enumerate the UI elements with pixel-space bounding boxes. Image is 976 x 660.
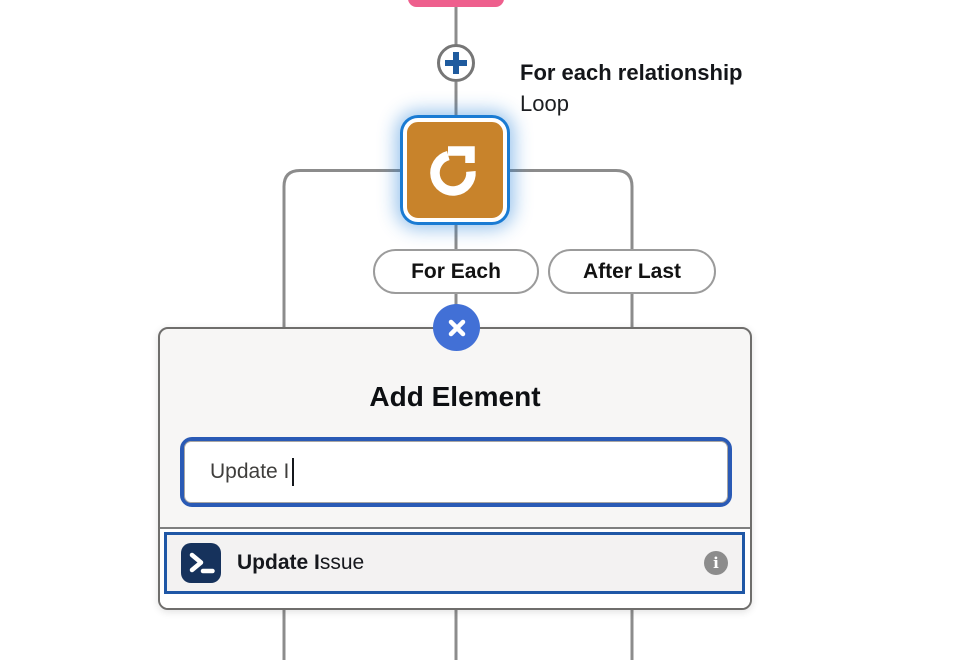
element-search-box: Update I: [180, 437, 732, 507]
flow-node-pink-partial[interactable]: [408, 0, 504, 7]
for-each-label-text: For Each: [411, 259, 501, 283]
add-element-plus-button[interactable]: [437, 44, 475, 82]
dialog-close-button[interactable]: [433, 304, 480, 351]
loop-refresh-icon: [426, 141, 484, 199]
text-cursor: [292, 458, 295, 486]
result-item-update-issue[interactable]: Update Issue i: [164, 532, 745, 594]
search-results-list: Update Issue i: [160, 527, 750, 608]
after-last-label-text: After Last: [582, 259, 682, 283]
dialog-title: Add Element: [369, 381, 541, 412]
info-icon[interactable]: i: [704, 551, 728, 575]
close-x-icon: [446, 317, 468, 339]
plus-icon: [443, 50, 469, 76]
branch-label-for-each: For Each: [373, 249, 539, 294]
element-search-input[interactable]: Update I: [184, 441, 728, 503]
add-element-dialog: Add Element Update I Update Is: [158, 327, 752, 610]
loop-node-type: Loop: [520, 91, 569, 116]
loop-node[interactable]: [403, 118, 507, 222]
apex-action-terminal-icon: [181, 543, 221, 583]
search-input-value: Update I: [210, 460, 290, 483]
loop-node-title: For each relationship: [520, 60, 743, 85]
result-label-match: Update I: [237, 551, 320, 574]
result-item-label: Update Issue: [237, 551, 364, 575]
loop-node-label: For each relationship Loop: [520, 57, 743, 119]
branch-label-after-last: After Last: [548, 249, 716, 294]
result-label-rest: ssue: [319, 551, 365, 574]
